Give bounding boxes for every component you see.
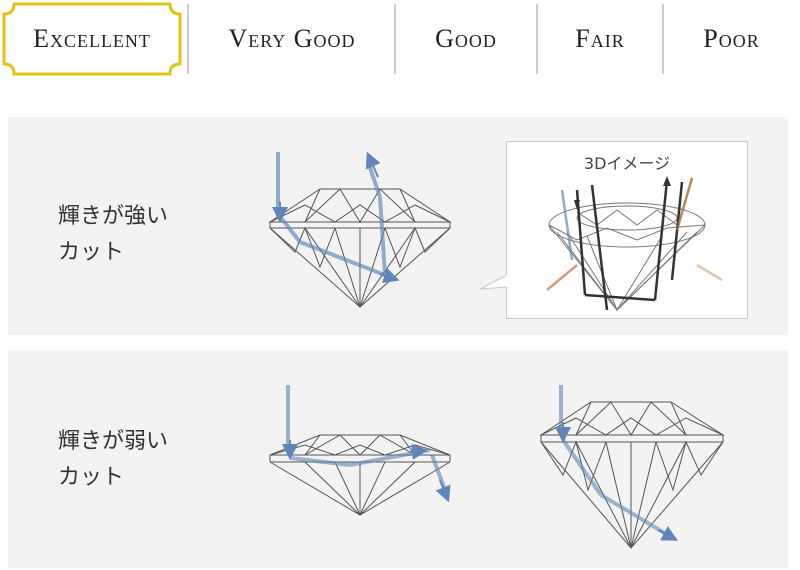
tab-divider [187, 4, 189, 74]
tab-very-good[interactable]: Very Good [190, 6, 394, 72]
tab-excellent-label: Excellent [33, 24, 151, 53]
tab-poor-label: Poor [703, 24, 760, 53]
tab-poor[interactable]: Poor [665, 6, 798, 72]
strong-sparkle-label: 輝きが強い カット [58, 199, 168, 271]
callout-pointer [479, 274, 508, 290]
weak-sparkle-label: 輝きが弱い カット [58, 424, 168, 496]
strong-sparkle-label-line2: カット [58, 240, 125, 265]
diamond-excellent-diagram-icon [268, 151, 452, 308]
tab-excellent[interactable]: Excellent [4, 6, 180, 72]
strong-sparkle-panel: 輝きが強い カット [8, 117, 788, 335]
tab-fair-label: Fair [575, 24, 625, 53]
weak-sparkle-label-line1: 輝きが弱い [58, 429, 169, 454]
tab-divider [536, 4, 538, 74]
tab-fair[interactable]: Fair [539, 6, 661, 72]
tab-very-good-label: Very Good [228, 24, 356, 53]
weak-sparkle-label-line2: カット [58, 465, 125, 490]
cut-grade-tabs: Excellent Very Good Good Fair Poor [0, 0, 800, 78]
3d-image-title: 3Dイメージ [583, 154, 671, 173]
weak-sparkle-panel: 輝きが弱い カット [8, 350, 788, 568]
diamond-3d-image-icon [546, 176, 723, 312]
tab-good-label: Good [435, 24, 497, 53]
3d-image-callout: 3Dイメージ [506, 141, 748, 319]
tab-divider [662, 4, 664, 74]
strong-sparkle-label-line1: 輝きが強い [58, 204, 169, 229]
tab-divider [394, 4, 396, 74]
diamond-shallow-diagram-icon [269, 385, 451, 516]
tab-good[interactable]: Good [397, 6, 535, 72]
diamond-deep-diagram-icon [539, 385, 725, 549]
